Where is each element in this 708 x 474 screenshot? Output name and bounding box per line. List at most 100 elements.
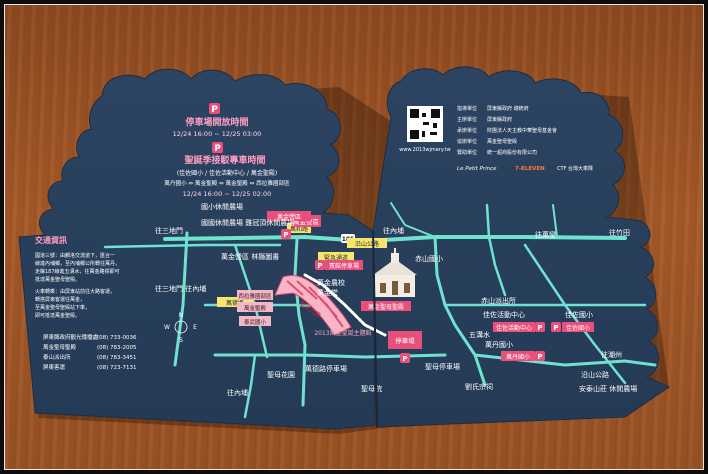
shuttle-time: 12/24 16:00 ~ 12/25 02:00 bbox=[183, 190, 272, 198]
organizer-name-2: 財團法人天主教中華聖母基金會 bbox=[487, 127, 557, 134]
parking-markers: P 萬金營區 P 賓館停車場 P 停車場 P 佳佐活動中心 P 佳佐國小 bbox=[281, 215, 594, 363]
contact-phone-0: (08) 733-0036 bbox=[97, 335, 137, 341]
road-label-sandimen: 往三地門 bbox=[155, 226, 183, 235]
qr-caption: www.2013wjmary.tw bbox=[399, 147, 450, 153]
place-wande-parking: 萬德路停車場 bbox=[305, 364, 347, 373]
organizer-name-3: 萬金聖母聖殿 bbox=[487, 138, 517, 145]
flyer-photo: P 停車場開放時間 12/24 16:00 ~ 12/25 03:00 P 聖誕… bbox=[18, 66, 671, 434]
place-wanhe-road: 萬和路 bbox=[290, 225, 308, 233]
place-leisure-farm: 國小休閒農場 bbox=[201, 202, 243, 211]
shuttle-line: 萬丹國小 ⇔ 萬金聖殿 ⇔ 萬金聖殿 ⇔ 西拉雅國部區 bbox=[164, 179, 290, 187]
place-xilaya: 西拉雅國部區 bbox=[238, 292, 272, 300]
fold-gap bbox=[372, 230, 378, 428]
contacts-list: 屏東縣政府觀光傳播處 (08) 733-0036 萬金聖母聖殿 (08) 783… bbox=[43, 333, 137, 371]
organizer-name-0: 屏東縣政府 總統府 bbox=[487, 105, 529, 112]
place-taiwu-school: 泰武國小 bbox=[244, 318, 267, 326]
road-right-vertical-a bbox=[433, 235, 487, 387]
parking-label-jiazuo-school: 佳佐國小 bbox=[566, 324, 590, 332]
church-icon bbox=[373, 248, 417, 297]
parking-label-wanjin-camp: 萬金營區 bbox=[293, 217, 320, 226]
place-wanjin-church: 萬金堂 bbox=[317, 288, 338, 297]
organizers-list: 指導單位 屏東縣政府 總統府 主辦單位 屏東縣政府 承辦單位 財團法人天主教中華… bbox=[457, 105, 593, 172]
road-vertical-mid bbox=[293, 237, 307, 407]
yellow-labels: 萬和路 緊急通道 沿山公路 萬德路 bbox=[217, 223, 387, 307]
place-wanjin-farm-school: 萬金農校 bbox=[317, 278, 345, 287]
right-flyer-panel bbox=[372, 66, 671, 428]
place-chishan-police: 赤山派出所 bbox=[481, 296, 516, 305]
traffic-line-3: 抵達萬金聖母聖殿。 bbox=[35, 276, 80, 283]
parking-marker-jiazuo-school[interactable]: P 佳佐國小 bbox=[551, 322, 594, 332]
svg-text:P: P bbox=[402, 355, 407, 363]
traffic-line-5: 轉搭屏東客運往萬金， bbox=[35, 296, 85, 303]
compass-icon: N S W E bbox=[164, 312, 197, 344]
road-right-diagonal bbox=[523, 243, 627, 385]
shuttle-p-icon bbox=[212, 142, 223, 153]
compass-e: E bbox=[193, 324, 197, 331]
road-curve-top-right bbox=[390, 202, 436, 238]
parking-marker-shrine[interactable]: P 賓館停車場 bbox=[315, 260, 363, 270]
place-wanjin-basilica: 萬金聖母聖殿 bbox=[368, 303, 404, 311]
contact-label-1: 萬金聖母聖殿 bbox=[43, 343, 77, 351]
shuttle-route: (佳佐國小 / 佳佐活動中心 / 萬金聖殿) bbox=[177, 169, 277, 177]
left-flyer-panel bbox=[18, 68, 376, 430]
place-liu-shrine: 劉氏宗祠 bbox=[465, 382, 493, 391]
xmas-theme-label: 2013萬金聖誕主題館 bbox=[314, 329, 371, 337]
place-mary-parking: 聖母停車場 bbox=[425, 362, 460, 371]
organizer-role-2: 承辦單位 bbox=[457, 127, 477, 134]
svg-text:P: P bbox=[553, 324, 558, 332]
contact-label-2: 泰山派出所 bbox=[43, 353, 71, 361]
place-jiazuo-school: 佳佐國小 bbox=[565, 310, 593, 319]
shuttle-title: 聖誕季接駁專車時間 bbox=[184, 154, 265, 166]
road-label-sandimen-neipu: 往三地門 往內埔 bbox=[155, 284, 206, 293]
organizer-role-0: 指導單位 bbox=[457, 105, 477, 112]
place-jiguan-farm: 國國休閒農場 雞冠頂休閒農場 bbox=[201, 218, 294, 227]
place-mary-garden: 聖母花園 bbox=[267, 370, 295, 379]
parking-p-letter: P bbox=[211, 105, 218, 115]
organizer-role-1: 主辦單位 bbox=[457, 116, 477, 123]
organizer-name-4: 統一超商股份有限公司 bbox=[487, 149, 537, 156]
place-wanjin-camp: 萬金營區 bbox=[277, 213, 301, 221]
traffic-info: 交通資訊 國道三號：由麟洛交流道下，匯合一 線進內埔鄉，至內埔鄉公所轉往萬丹， … bbox=[35, 235, 120, 319]
parking-label-wandan: 萬丹國小 bbox=[506, 353, 530, 361]
place-chishan-school: 赤山國小 bbox=[415, 254, 443, 263]
road-label-wande: 萬德路 bbox=[226, 299, 244, 307]
organizer-role-4: 贊助單位 bbox=[457, 149, 477, 156]
road-vertical-left bbox=[173, 231, 189, 367]
parking-hours-time: 12/24 16:00 ~ 12/25 03:00 bbox=[173, 130, 262, 138]
place-wandan-school: 萬丹國小 bbox=[485, 340, 513, 349]
place-wanjin-shrine-short: 萬金聖殿 bbox=[244, 304, 267, 312]
road-connector-right bbox=[552, 204, 558, 238]
place-yanshan-road: 沿山公路 bbox=[581, 370, 609, 379]
organizer-name-1: 屏東縣政府 bbox=[487, 116, 512, 123]
contact-phone-1: (08) 783-2005 bbox=[97, 345, 137, 351]
road-label-neipu-a: 往內埔 bbox=[227, 388, 248, 397]
parking-marker-south[interactable]: P 停車場 bbox=[388, 331, 422, 363]
place-hotel-parking: 賓館停車場 bbox=[329, 262, 359, 270]
parking-p-icon bbox=[209, 103, 220, 114]
contact-phone-2: (08) 783-3451 bbox=[97, 355, 137, 361]
parking-label-jiazuo-center: 佳佐活動中心 bbox=[496, 324, 532, 332]
traffic-title: 交通資訊 bbox=[35, 235, 67, 245]
place-mary-hall: 聖母院 bbox=[361, 384, 382, 393]
parking-hours-block: P 停車場開放時間 12/24 16:00 ~ 12/25 03:00 bbox=[173, 103, 262, 138]
svg-text:P: P bbox=[283, 231, 288, 239]
parking-label-wande: 停車場 bbox=[395, 336, 415, 345]
shuttle-p-letter: P bbox=[214, 144, 221, 154]
compass-n: N bbox=[179, 312, 184, 319]
traffic-line-7: 即可抵達萬金聖殿。 bbox=[35, 312, 80, 319]
parking-marker-jiazuo-center[interactable]: P 佳佐活動中心 bbox=[493, 322, 545, 332]
qr-block: www.2013wjmary.tw bbox=[399, 106, 451, 153]
traffic-line-4: 火車轉乘：由屏東站前往大路客運， bbox=[35, 288, 115, 295]
road-label-wanluan: 往萬巒 bbox=[535, 230, 556, 239]
road-upper-left bbox=[103, 243, 282, 249]
road-label-chaozhou: 往潮州 bbox=[601, 350, 622, 359]
parking-marker-wandan[interactable]: P 萬丹國小 bbox=[501, 351, 545, 361]
svg-text:P: P bbox=[537, 353, 542, 361]
sponsor-logo-1: 7-ELEVEN bbox=[515, 166, 545, 172]
contact-phone-3: (08) 723-7131 bbox=[97, 365, 137, 371]
place-labels: 國小休閒農場 萬金營區 國國休閒農場 雞冠頂休閒農場 萬金營區 林縣圖書 萬金農… bbox=[155, 202, 637, 397]
road-label-yanshan: 沿山公路 bbox=[355, 240, 379, 248]
traffic-line-6: 至萬金聖母聖殿站下車， bbox=[35, 304, 90, 311]
traffic-line-0: 國道三號：由麟洛交流道下，匯合一 bbox=[35, 252, 115, 259]
organizer-role-3: 協辦單位 bbox=[457, 138, 477, 145]
